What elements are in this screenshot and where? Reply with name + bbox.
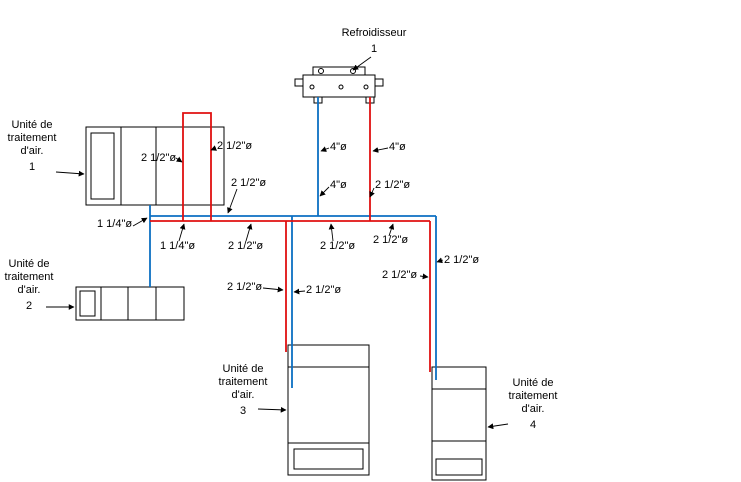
ahu3-label-number: 3	[239, 405, 247, 417]
ahu4-label-number: 4	[529, 419, 537, 431]
pipe-size-label: 4"ø	[330, 141, 347, 153]
pipe-label-leader	[132, 217, 148, 227]
pipe-size-label: 2 1/2"ø	[382, 269, 418, 281]
ahu1-label: Unité de traitement d'air. 1	[1, 119, 63, 174]
ahu3-drawing	[287, 344, 370, 476]
pipe-size-label: 2 1/2"ø	[217, 140, 253, 152]
ahu2-label-name: Unité de traitement d'air.	[4, 258, 54, 296]
chiller-detail-circle	[309, 84, 315, 90]
chiller-label-name: Refroidisseur	[341, 27, 407, 39]
ahu4-body	[431, 366, 487, 481]
ahu1-label-name: Unité de traitement d'air.	[7, 119, 57, 157]
ahu3-body	[287, 344, 370, 476]
pipe-size-label: 4"ø	[389, 141, 406, 153]
chiller-right-nozzle	[374, 78, 384, 87]
ahu2-body	[75, 286, 185, 321]
ahu3-leader	[257, 406, 287, 413]
ahu4-leader	[487, 423, 509, 430]
pipe-size-label: 2 1/2"ø	[231, 177, 267, 189]
pipe-size-label: 2 1/2"ø	[227, 281, 263, 293]
chiller-detail-circle	[318, 68, 324, 74]
pipe-label-leader	[210, 145, 217, 151]
ahu2-label-number: 2	[25, 300, 33, 312]
chiller-drawing	[294, 66, 384, 104]
return-pipes	[149, 97, 437, 388]
pipe-size-label: 2 1/2"ø	[373, 234, 409, 246]
pipe-label-leader	[175, 156, 183, 163]
ahu2-inner-section	[79, 290, 96, 317]
chiller-label: Refroidisseur 1	[329, 27, 419, 56]
pipe-label-leader	[178, 223, 186, 242]
pipe-size-label: 2 1/2"ø	[444, 254, 480, 266]
pipe-label-leader	[319, 186, 330, 197]
ahu4-inner-section	[435, 458, 483, 476]
ahu1-body	[85, 126, 225, 206]
pipe-size-label: 1 1/4"ø	[160, 240, 196, 252]
ahu1-inner-section	[90, 132, 115, 200]
leader-lines	[46, 56, 509, 430]
ahu2-drawing	[75, 286, 185, 321]
pipe-label-leader	[436, 257, 444, 264]
pipe-label-leader	[245, 223, 253, 242]
ahu1-drawing	[85, 126, 225, 206]
ahu1-label-number: 1	[28, 161, 36, 173]
chiller-top-section	[312, 66, 366, 76]
ahu3-label: Unité de traitement d'air. 3	[212, 363, 274, 418]
pipe-label-leader	[419, 273, 429, 280]
ahu2-label: Unité de traitement d'air. 2	[0, 258, 58, 313]
supply-ahu1-loop-pipe	[182, 112, 212, 221]
pipe-size-label: 2 1/2"ø	[141, 152, 177, 164]
pipe-size-label: 2 1/2"ø	[228, 240, 264, 252]
pipe-label-leader	[388, 223, 395, 237]
ahu1-leader	[55, 170, 85, 177]
chiller-left-nozzle	[294, 78, 304, 87]
chiller-leader	[352, 56, 372, 71]
pipe-label-leader	[328, 223, 335, 242]
pipe-label-leader	[227, 188, 238, 214]
pipe-label-leader	[262, 286, 284, 293]
ahu3-inner-section	[293, 448, 364, 470]
pipe-size-label: 2 1/2"ø	[320, 240, 356, 252]
pipe-label-leader	[293, 288, 306, 295]
supply-pipes	[150, 97, 431, 372]
pipe-label-leader	[372, 147, 389, 153]
ahu4-label: Unité de traitement d'air. 4	[503, 377, 563, 432]
ahu4-label-name: Unité de traitement d'air.	[508, 377, 558, 415]
pipe-label-leader	[320, 146, 330, 152]
chiller-detail-circle	[363, 84, 369, 90]
pipe-label-leader	[369, 187, 375, 198]
pipe-size-label: 4"ø	[330, 179, 347, 191]
pipe-size-label: 1 1/4"ø	[97, 218, 133, 230]
ahu4-drawing	[431, 366, 487, 481]
ahu3-label-name: Unité de traitement d'air.	[218, 363, 268, 401]
pipe-size-label: 2 1/2"ø	[375, 179, 411, 191]
chiller-detail-circle	[338, 84, 344, 90]
chiller-label-number: 1	[370, 43, 378, 55]
pipe-size-label: 2 1/2"ø	[306, 284, 342, 296]
